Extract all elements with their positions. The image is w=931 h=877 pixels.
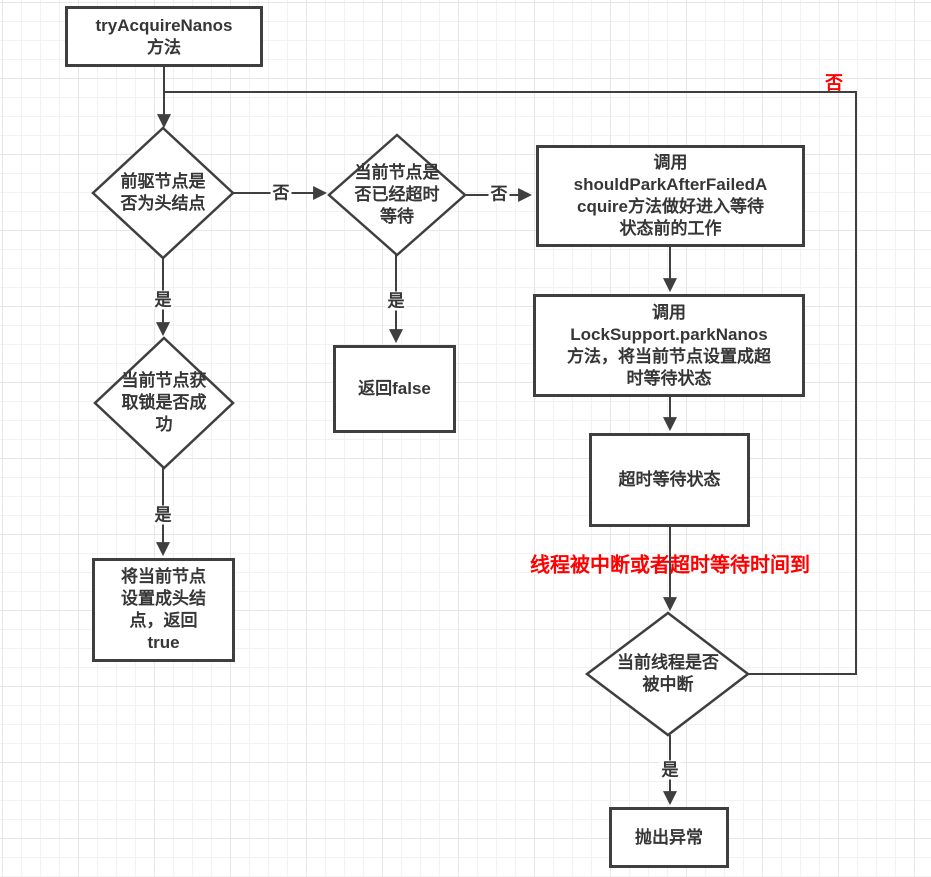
node-start: tryAcquireNanos 方法 (65, 6, 263, 67)
node-set-head-return-true-label: 将当前节点 设置成头结 点，返回 true (121, 567, 206, 652)
decision-timed-out-label: 当前节点是 否已经超时 等待 (354, 163, 440, 226)
edge-label-pred-is-head-yes: 是 (152, 290, 174, 310)
node-return-false-label: 返回false (358, 379, 431, 398)
edge-label-acquire-success-yes: 是 (152, 505, 174, 525)
decision-timed-out-shape (327, 133, 467, 257)
node-should-park-label: 调用 shouldParkAfterFailedA cquire方法做好进入等待… (573, 153, 768, 238)
decision-thread-interrupted-shape (584, 611, 751, 737)
node-timeout-wait-state: 超时等待状态 (589, 433, 750, 527)
decision-thread-interrupted-label: 当前线程是否 被中断 (617, 653, 719, 694)
edge-label-thread-interrupted-yes: 是 (659, 760, 681, 780)
node-should-park: 调用 shouldParkAfterFailedA cquire方法做好进入等待… (536, 145, 805, 247)
edge-label-thread-interrupted-no: 否 (825, 73, 843, 93)
edge-label-pred-is-head-no: 否 (270, 183, 292, 203)
node-return-false: 返回false (333, 345, 456, 433)
node-park-nanos-label: 调用 LockSupport.parkNanos 方法，将当前节点设置成超 时等… (567, 302, 771, 388)
node-start-label: tryAcquireNanos 方法 (95, 15, 233, 57)
decision-acquire-success-shape (93, 336, 235, 470)
node-timeout-wait-state-label: 超时等待状态 (618, 470, 721, 489)
decision-pred-is-head-shape (91, 126, 235, 260)
node-park-nanos: 调用 LockSupport.parkNanos 方法，将当前节点设置成超 时等… (533, 294, 805, 397)
edge-label-timed-out-no: 否 (488, 184, 510, 204)
node-throw-exception: 抛出异常 (609, 807, 729, 868)
decision-acquire-success-label: 当前节点获 取锁是否成 功 (121, 371, 207, 434)
edge-loop-thread-interrupted-no (164, 91, 857, 675)
annotation-interrupt-or-timeout: 线程被中断或者超时等待时间到 (530, 554, 810, 577)
node-set-head-return-true: 将当前节点 设置成头结 点，返回 true (92, 558, 235, 662)
edge-label-timed-out-yes: 是 (385, 291, 407, 311)
node-throw-exception-label: 抛出异常 (635, 827, 703, 847)
decision-pred-is-head-label: 前驱节点是 否为头结点 (120, 172, 206, 213)
